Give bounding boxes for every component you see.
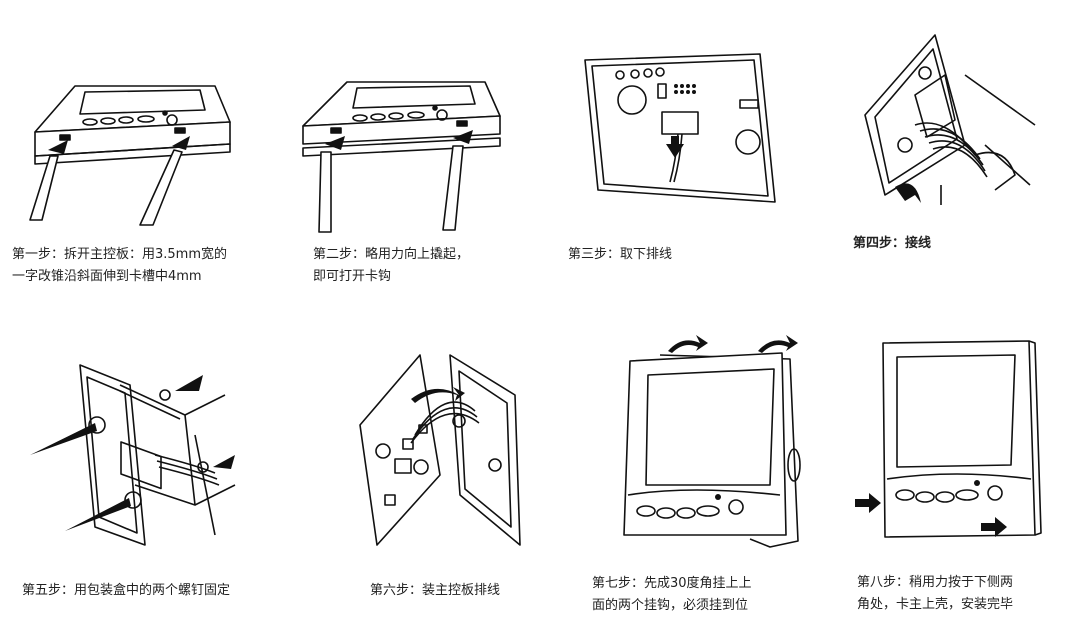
step-4: 第四步：接线 [845,25,1035,251]
step-6-illustration [355,355,530,545]
step-8-caption: 第八步：稍用力按于下侧两 角处，卡主上壳，安装完毕 [857,575,1014,612]
step-8-illustration [855,335,1045,545]
step-2-caption: 第二步：略用力向上撬起， 即可打开卡钩 [313,247,470,284]
step-3: 第三步：取下排线 [568,50,780,262]
step-5-illustration [30,355,255,555]
step-7-caption: 第七步：先成30度角挂上上 面的两个挂钩，必须挂到位 [592,576,752,613]
step-5-caption: 第五步：用包装盒中的两个螺钉固定 [22,583,231,598]
step-6-caption: 第六步：装主控板排线 [370,583,501,598]
step-7-illustration [610,335,810,555]
step-2: 第二步：略用力向上撬起， 即可打开卡钩 [295,60,515,284]
step-7: 第七步：先成30度角挂上上 面的两个挂钩，必须挂到位 [592,335,810,613]
step-1: 第一步：拆开主控板：用3.5mm宽的 一字改锥沿斜面伸到卡槽中4mm [12,60,250,284]
step-4-caption: 第四步：接线 [853,236,932,251]
step-5: 第五步：用包装盒中的两个螺钉固定 [22,355,255,598]
step-3-caption: 第三步：取下排线 [568,247,673,262]
step-3-illustration [580,50,780,220]
step-8: 第八步：稍用力按于下侧两 角处，卡主上壳，安装完毕 [855,335,1045,612]
step-1-caption: 第一步：拆开主控板：用3.5mm宽的 一字改锥沿斜面伸到卡槽中4mm [12,247,228,284]
step-6: 第六步：装主控板排线 [355,355,530,598]
step-2-illustration [295,60,515,240]
step-4-illustration [845,25,1035,215]
step-1-illustration [20,60,250,240]
